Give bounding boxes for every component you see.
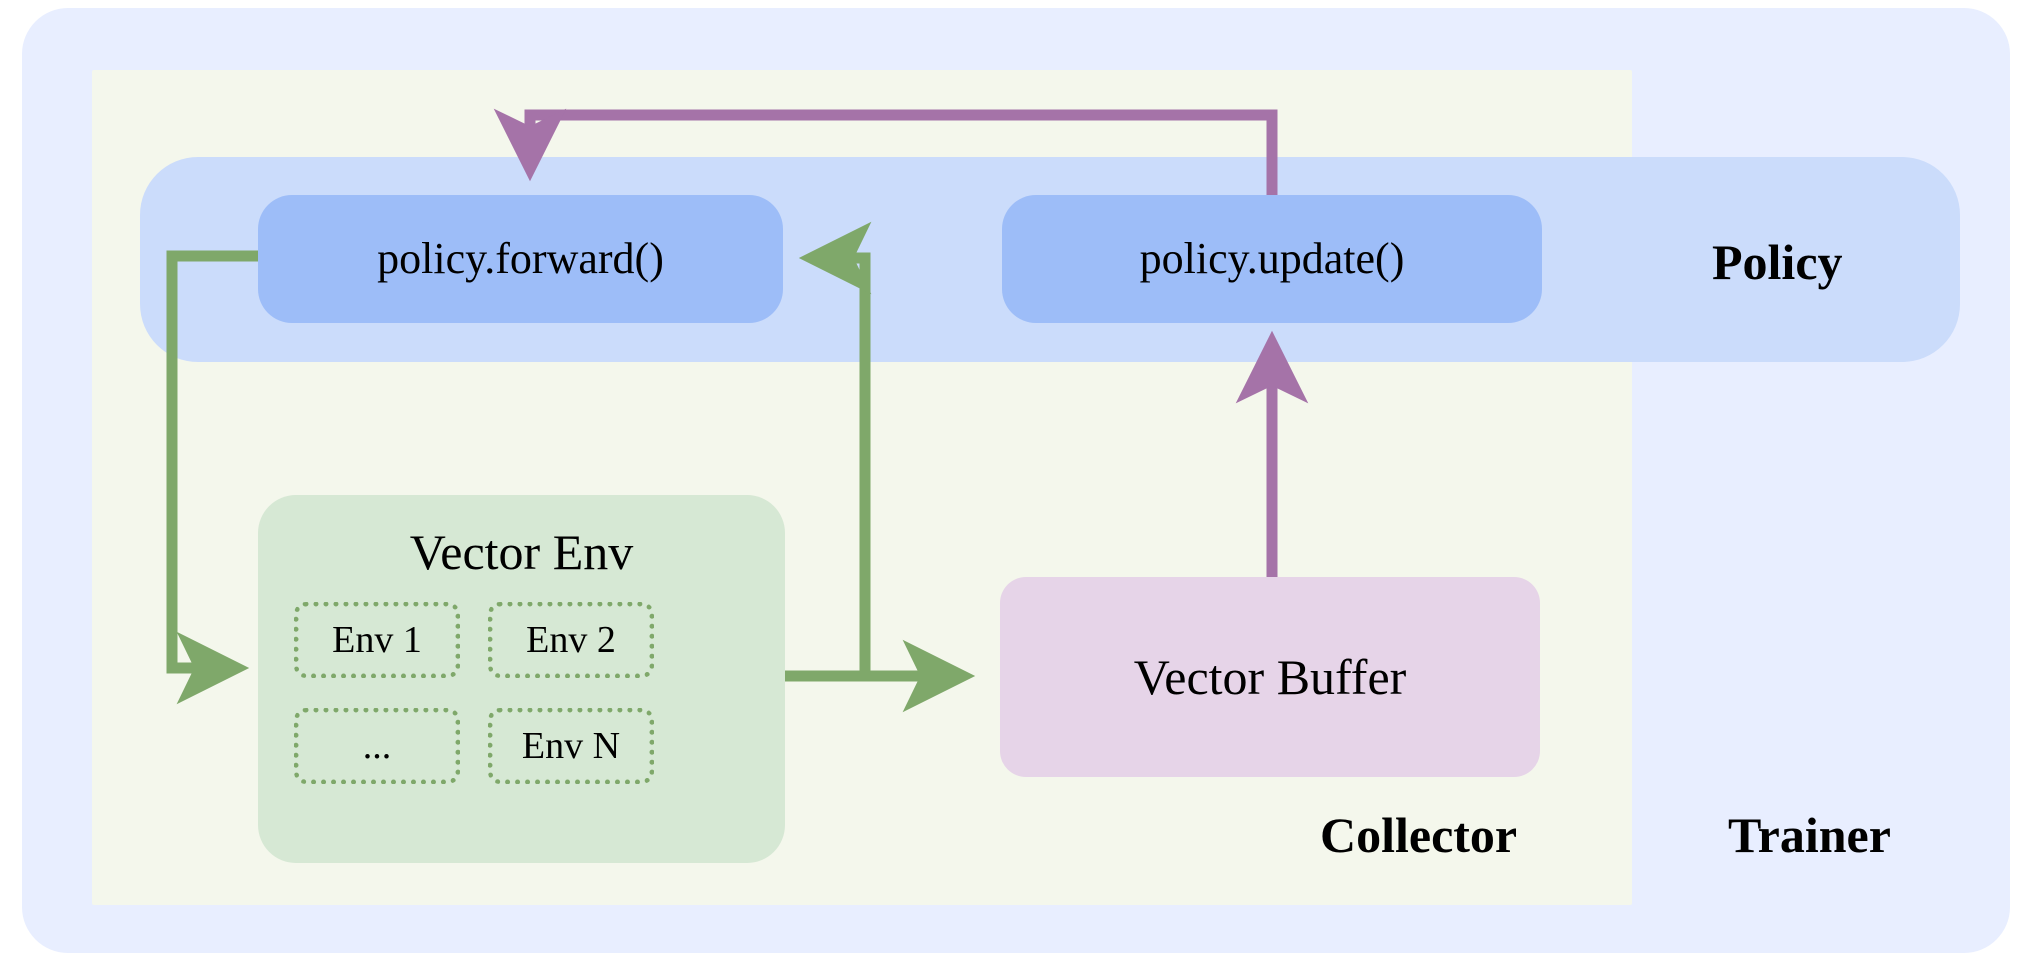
node-vector-buffer-label: Vector Buffer xyxy=(1133,649,1407,705)
env-chip[interactable]: Env N xyxy=(488,708,654,784)
trainer-group-label: Trainer xyxy=(1728,807,1891,863)
node-policy-update[interactable]: policy.update() xyxy=(1002,195,1542,323)
collector-group-label: Collector xyxy=(1320,807,1518,863)
node-vector-buffer[interactable]: Vector Buffer xyxy=(1000,577,1540,777)
env-chip-label: Env 1 xyxy=(332,619,422,661)
node-vector-env-label: Vector Env xyxy=(409,524,634,580)
env-chip-label: ... xyxy=(362,725,392,767)
node-policy-forward-label: policy.forward() xyxy=(377,233,664,283)
env-chip[interactable]: ... xyxy=(294,708,460,784)
env-chip-grid: Env 1 Env 2 ... Env N xyxy=(294,602,749,784)
env-chip-label: Env 2 xyxy=(526,619,616,661)
env-chip[interactable]: Env 2 xyxy=(488,602,654,678)
policy-group-label: Policy xyxy=(1712,234,1843,290)
env-chip-label: Env N xyxy=(521,725,621,767)
node-policy-forward[interactable]: policy.forward() xyxy=(258,195,783,323)
node-policy-update-label: policy.update() xyxy=(1139,233,1405,283)
node-vector-env[interactable]: Vector Env Env 1 Env 2 ... Env N xyxy=(258,495,785,863)
env-chip[interactable]: Env 1 xyxy=(294,602,460,678)
